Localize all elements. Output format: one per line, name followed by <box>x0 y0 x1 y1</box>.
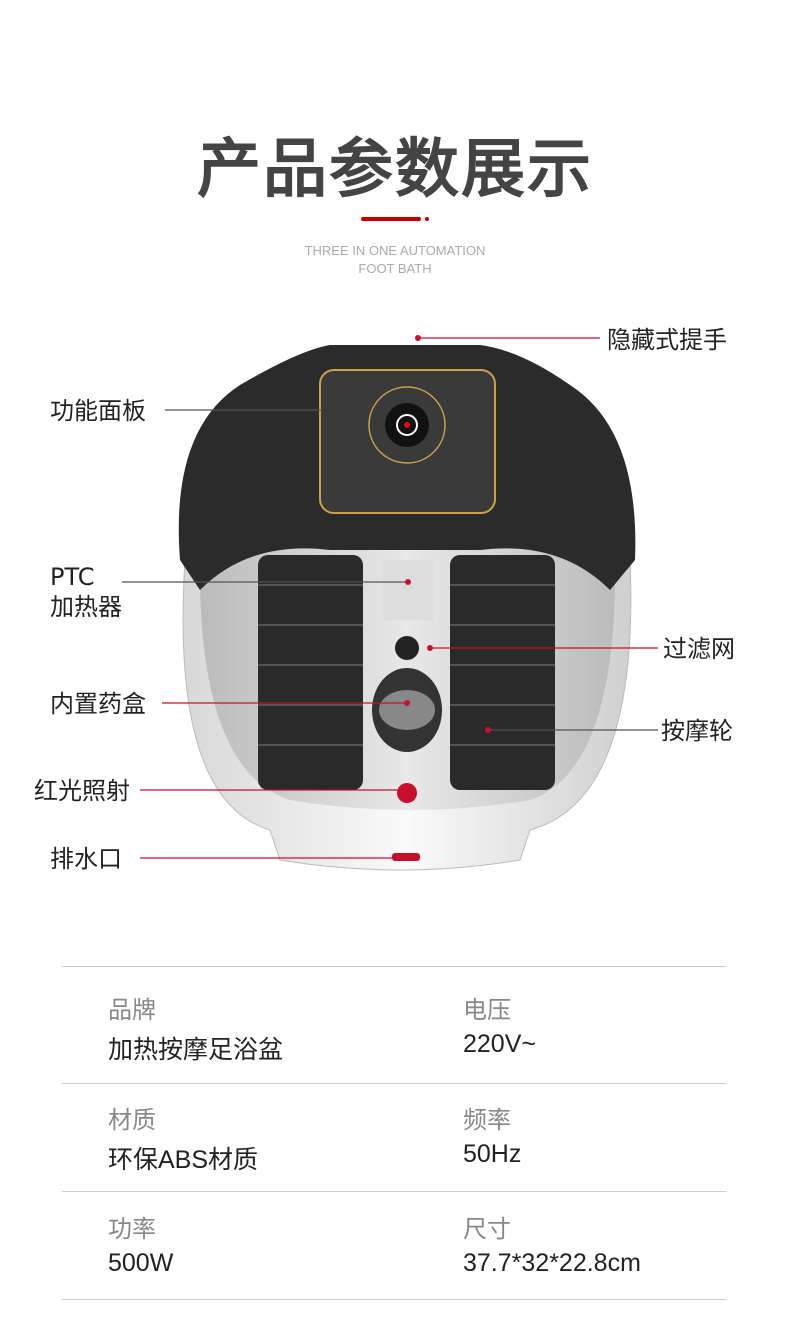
spec-value: 加热按摩足浴盆 <box>108 1036 284 1064</box>
callout-filter: 过滤网 <box>663 635 735 663</box>
spec-value: 环保ABS材质 <box>108 1146 259 1174</box>
divider <box>62 1299 726 1300</box>
callout-red-light: 红光照射 <box>34 777 130 805</box>
callout-ptc: PTC <box>50 563 95 591</box>
spec-label: 功率 <box>108 1215 156 1243</box>
spec-value: 50Hz <box>463 1140 522 1168</box>
title-underline <box>361 217 421 221</box>
divider <box>62 1191 726 1192</box>
spec-label: 材质 <box>108 1106 156 1134</box>
foot-bath-image <box>122 335 658 871</box>
callout-drain: 排水口 <box>50 845 122 873</box>
subtitle-line-1: THREE IN ONE AUTOMATION <box>304 243 486 258</box>
page-title: 产品参数展示 <box>197 133 593 207</box>
spec-value: 500W <box>108 1249 174 1277</box>
callout-rollers: 按摩轮 <box>661 717 733 745</box>
spec-value: 220V~ <box>463 1030 536 1058</box>
spec-label: 尺寸 <box>463 1215 511 1243</box>
spec-label: 品牌 <box>108 996 156 1024</box>
callout-panel: 功能面板 <box>50 397 146 425</box>
spec-label: 频率 <box>463 1106 511 1134</box>
spec-value: 37.7*32*22.8cm <box>463 1249 641 1277</box>
callout-medicine-box: 内置药盒 <box>50 690 146 718</box>
callout-handle: 隐藏式提手 <box>607 326 727 354</box>
title-underline-dot <box>425 217 429 221</box>
callout-ptc-heater: 加热器 <box>50 593 122 621</box>
divider <box>62 1083 726 1084</box>
divider <box>62 966 726 967</box>
spec-label: 电压 <box>463 996 511 1024</box>
subtitle-line-2: FOOT BATH <box>358 261 432 276</box>
